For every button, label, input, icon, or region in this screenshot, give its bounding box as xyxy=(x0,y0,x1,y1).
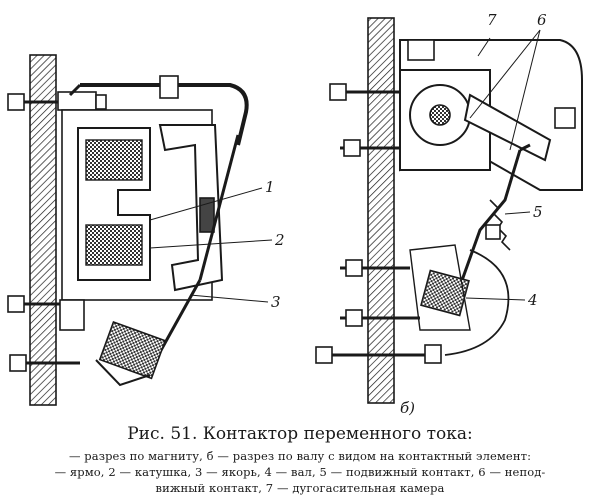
mounting-panel-right xyxy=(367,17,395,404)
contact-block-left xyxy=(98,320,167,380)
view-a-drawing xyxy=(7,54,249,406)
figure-caption-line-3: вижный контакт, 7 — дугогасительная каме… xyxy=(155,481,445,495)
label-5: 5 xyxy=(533,203,543,221)
view-b-drawing xyxy=(315,17,583,404)
label-1: 1 xyxy=(265,178,275,196)
label-b: б) xyxy=(400,399,415,417)
label-3: 3 xyxy=(271,293,281,311)
coil-lower xyxy=(85,224,143,266)
figure-caption-title: Рис. 51. Контактор переменного тока: xyxy=(127,424,473,444)
coil-upper xyxy=(85,139,143,181)
mounting-panel-left xyxy=(29,54,57,406)
figure-caption-line-1: — разрез по магниту, б — разрез по валу … xyxy=(68,449,532,463)
label-4: 4 xyxy=(527,291,538,309)
figure-caption-line-2: — ярмо, 2 — катушка, 3 — якорь, 4 — вал,… xyxy=(54,465,546,479)
contactor-figure: 1 2 3 xyxy=(7,11,583,417)
armature xyxy=(158,124,224,292)
fixed-contact xyxy=(463,93,552,162)
label-2: 2 xyxy=(274,231,285,249)
label-7: 7 xyxy=(487,11,497,29)
label-6: 6 xyxy=(537,11,547,29)
